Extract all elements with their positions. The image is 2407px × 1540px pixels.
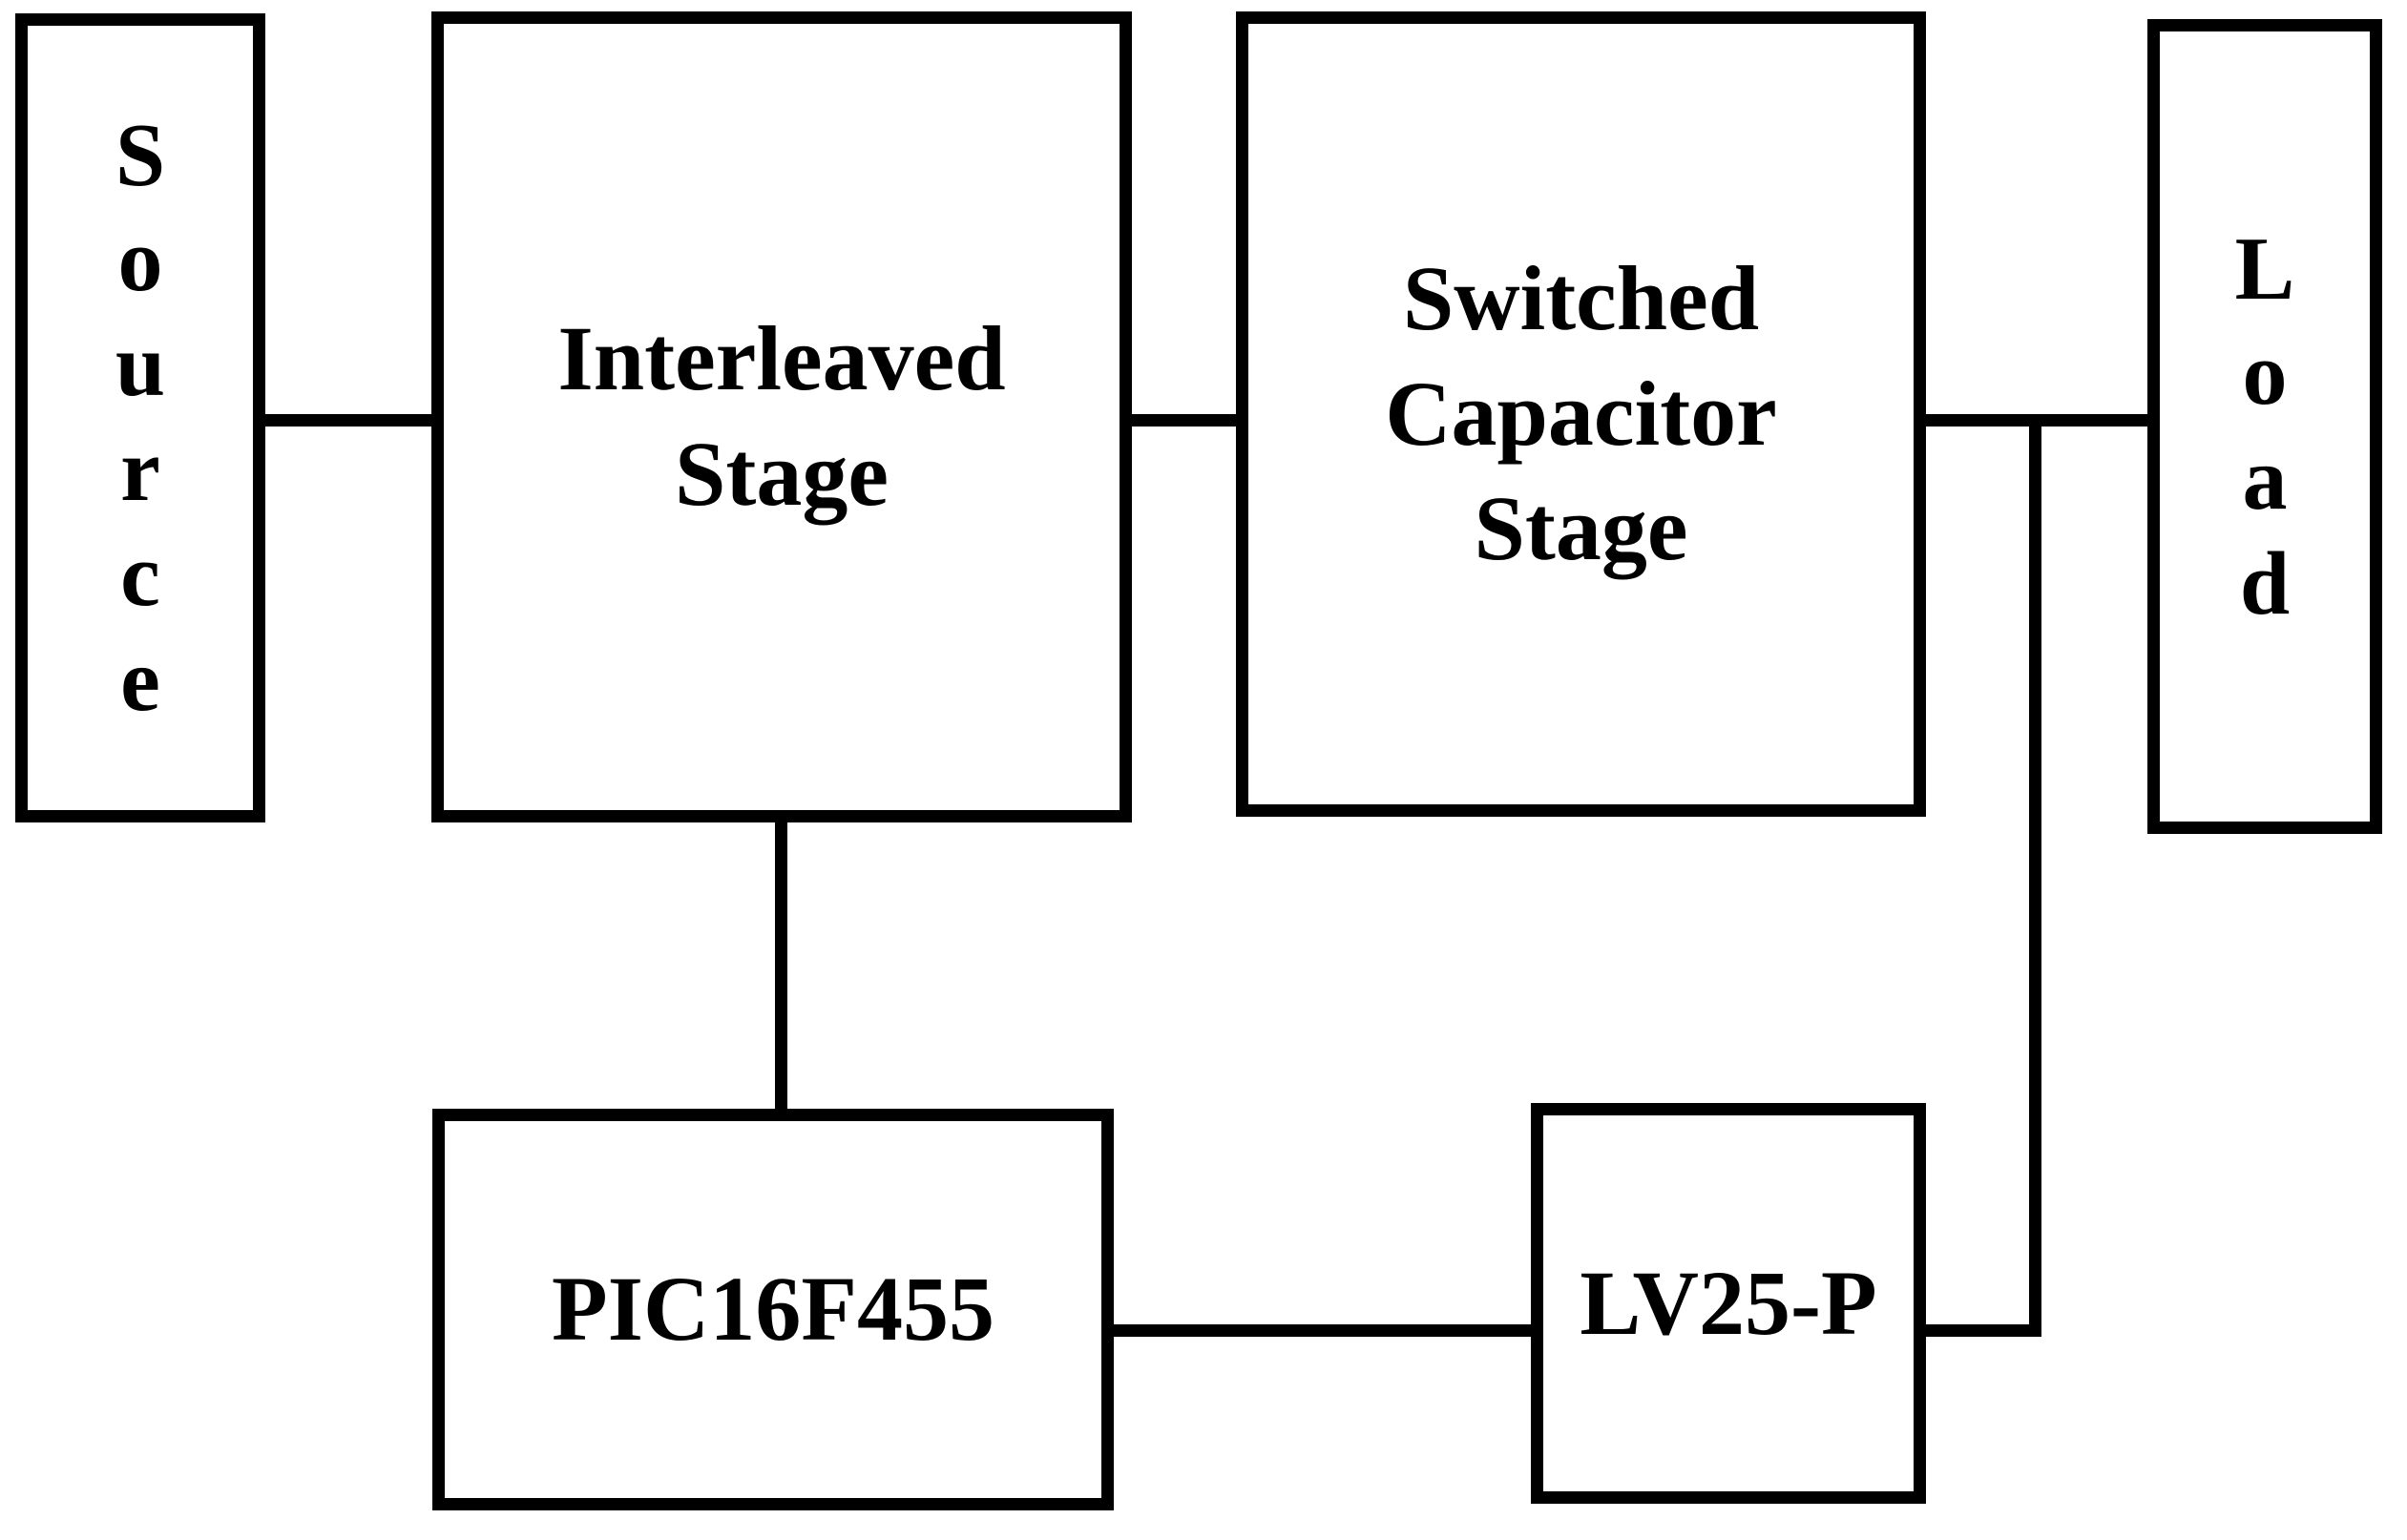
lv25p-label: LV25-P	[1580, 1251, 1877, 1354]
connector-interleaved-pic	[775, 822, 787, 1109]
pic16f455-block: PIC16F455	[432, 1109, 1114, 1510]
switched-capacitor-stage-label: Switched Capacitor Stage	[1385, 246, 1777, 580]
interleaved-stage-label: Interleaved Stage	[557, 307, 1006, 525]
connector-pic-lv25	[1114, 1324, 1531, 1337]
connector-interleaved-switched	[1132, 414, 1236, 427]
lv25p-block: LV25-P	[1531, 1103, 1926, 1504]
pic16f455-label: PIC16F455	[552, 1258, 994, 1361]
interleaved-stage-block: Interleaved Stage	[431, 11, 1132, 822]
switched-capacitor-stage-block: Switched Capacitor Stage	[1236, 11, 1926, 817]
connector-lv25-feedback	[1926, 1324, 2041, 1337]
connector-source-interleaved	[265, 414, 431, 427]
connector-feedback-vertical	[2029, 420, 2041, 1337]
